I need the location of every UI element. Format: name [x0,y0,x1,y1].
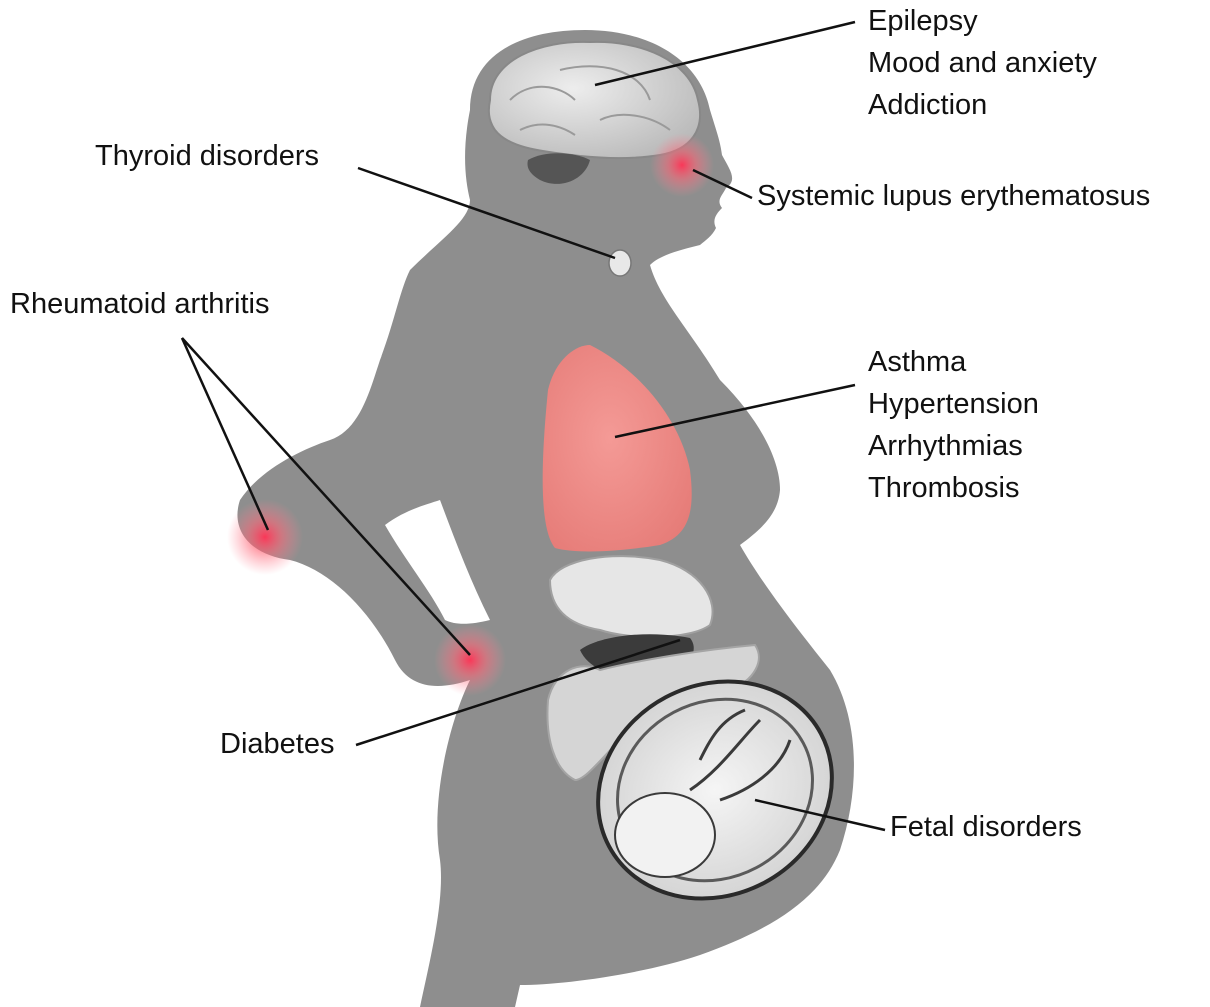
diabetes-label: Diabetes [220,723,334,765]
thyroid-illustration [609,250,631,276]
chest-condition-asthma: Asthma [868,341,1039,383]
brain-condition-addiction: Addiction [868,84,1097,126]
chest-condition-thrombosis: Thrombosis [868,467,1039,509]
chest-condition-arrhythmias: Arrhythmias [868,425,1039,467]
fetal-label: Fetal disorders [890,806,1082,848]
brain-condition-epilepsy: Epilepsy [868,0,1097,42]
chest-conditions-label: Asthma Hypertension Arrhythmias Thrombos… [868,341,1039,509]
chest-condition-hypertension: Hypertension [868,383,1039,425]
elbow-inflammation-glow [227,499,303,575]
rheumatoid-label: Rheumatoid arthritis [10,283,270,325]
thyroid-label: Thyroid disorders [95,135,319,177]
face-inflammation-glow [650,133,714,197]
wrist-inflammation-glow [434,624,506,696]
rheumatoid-leader-line-elbow [182,338,268,530]
brain-condition-mood: Mood and anxiety [868,42,1097,84]
brain-conditions-label: Epilepsy Mood and anxiety Addiction [868,0,1097,126]
lupus-label: Systemic lupus erythematosus [757,175,1150,217]
